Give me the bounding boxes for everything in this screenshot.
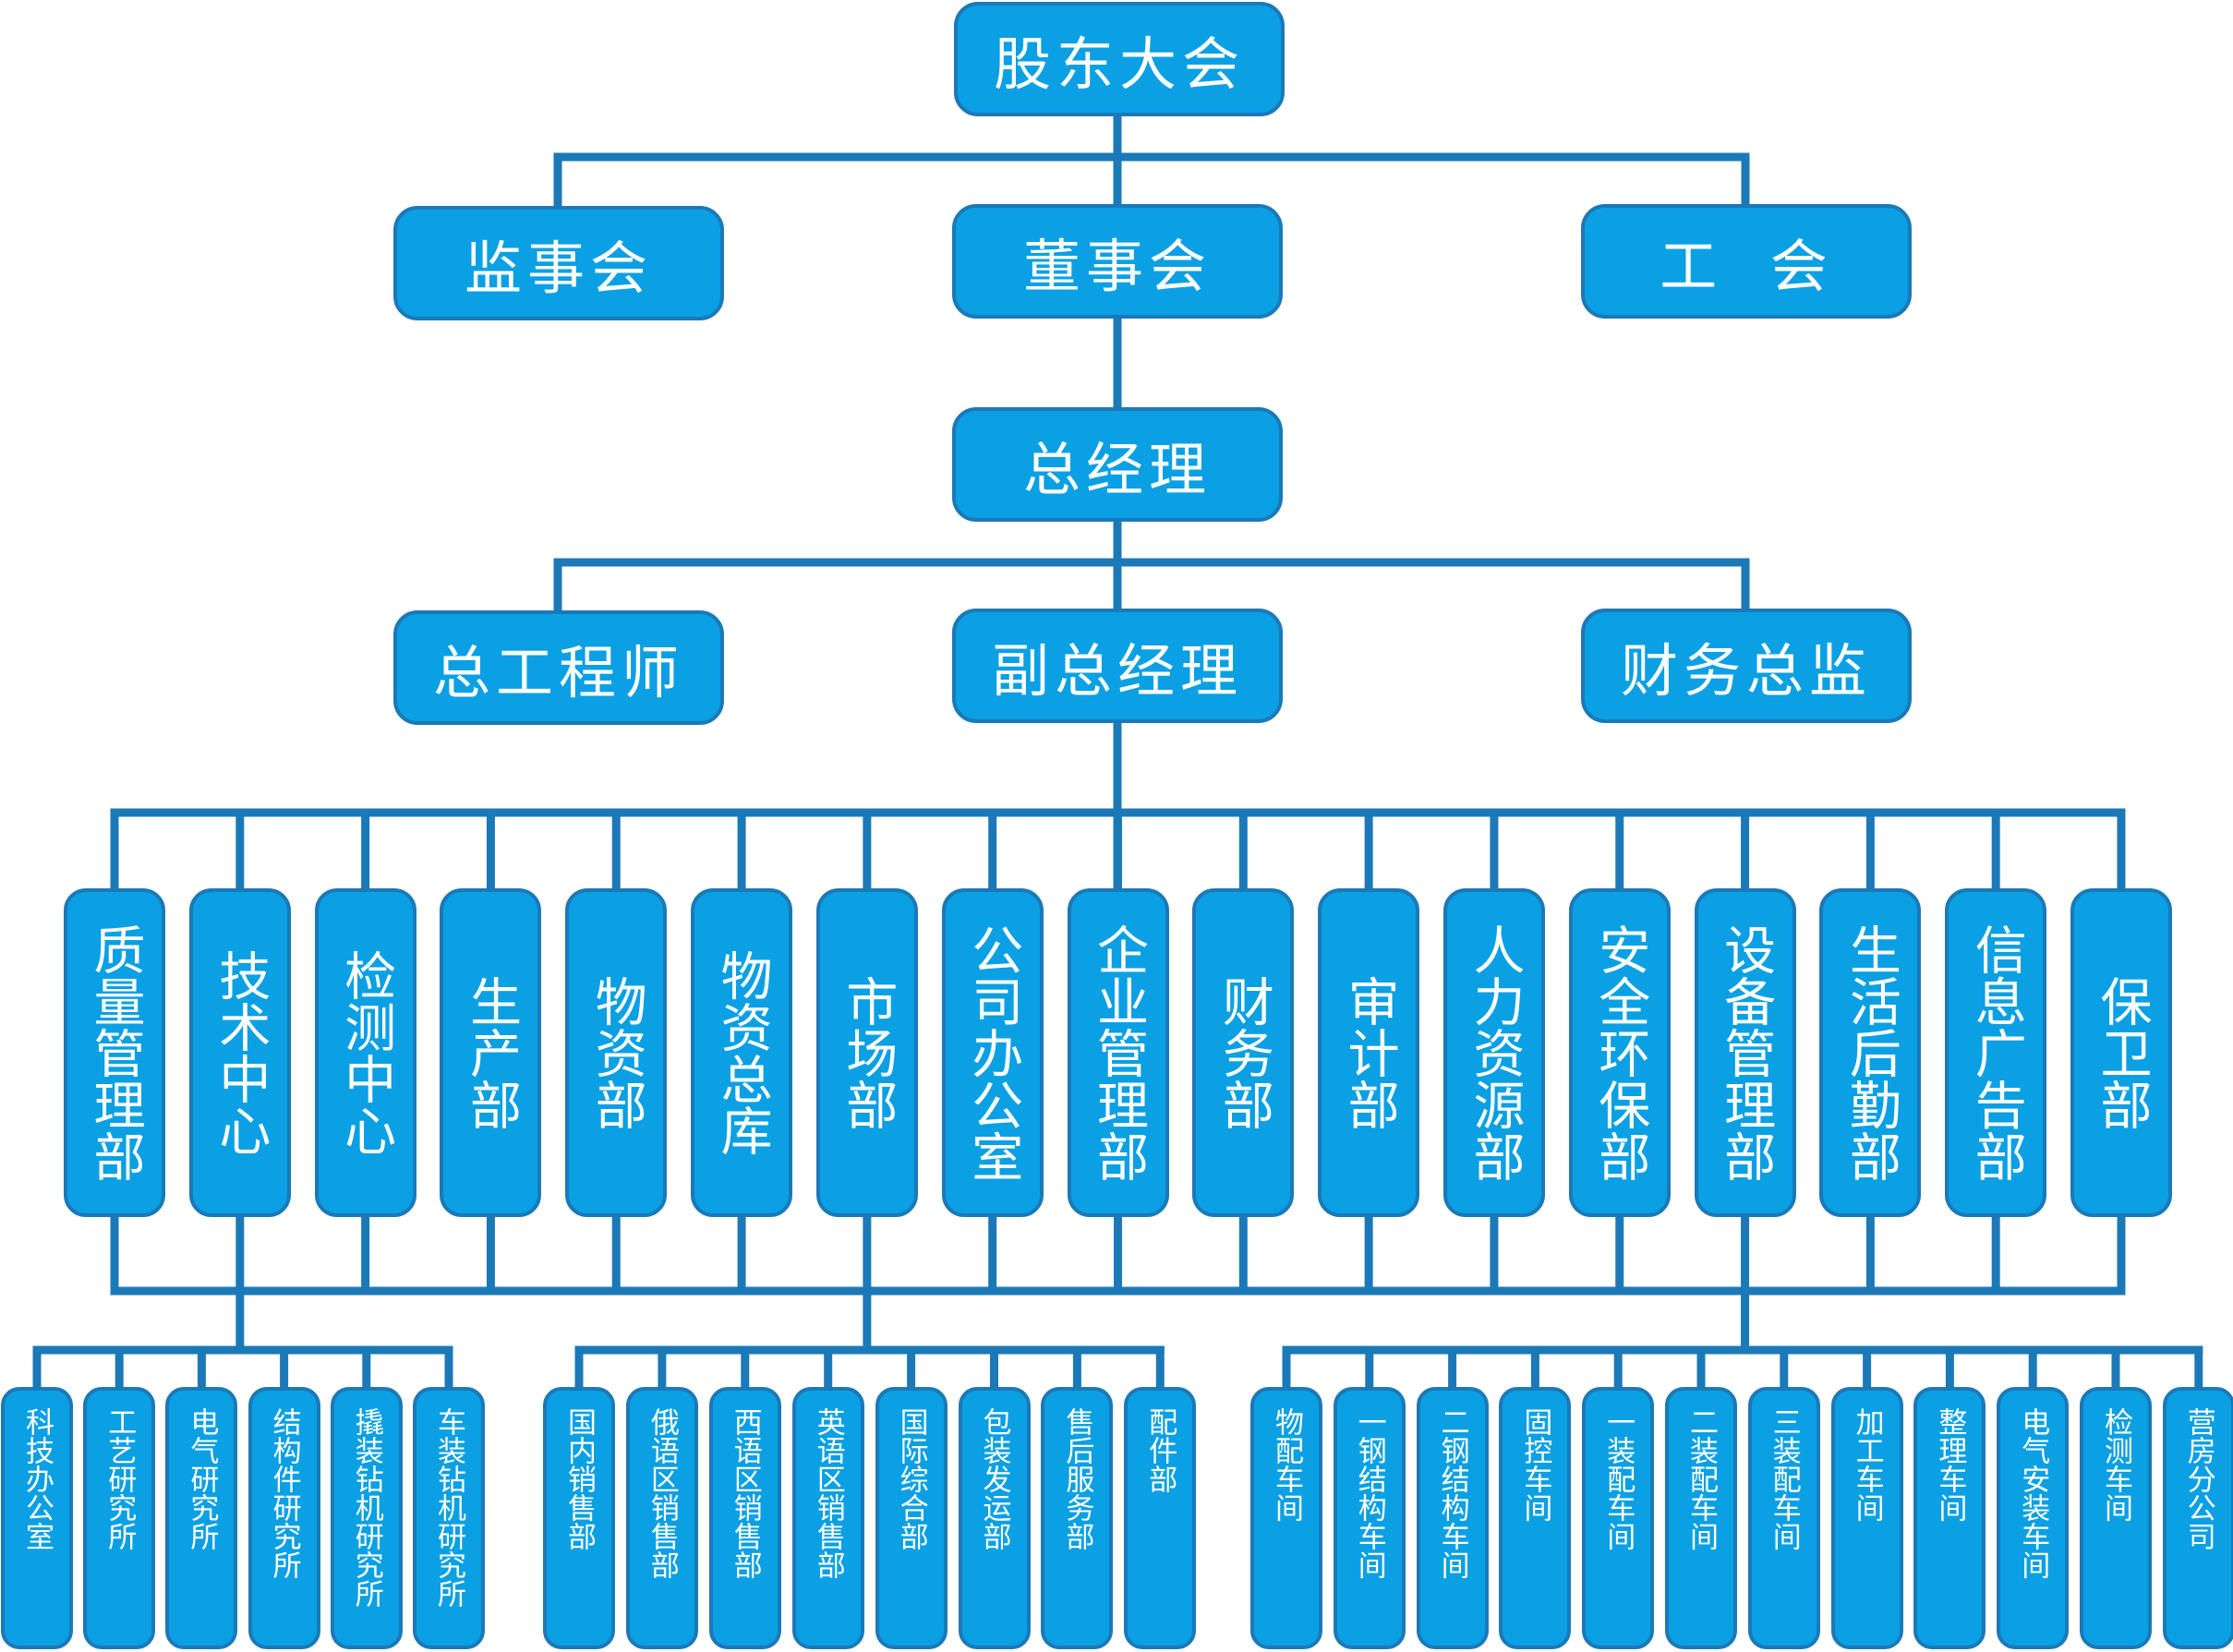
unit-box: 国际综合部 xyxy=(875,1387,948,1649)
department-box: 物资总库 xyxy=(691,888,793,1217)
unit-box: 加工车间 xyxy=(1830,1387,1903,1649)
unit-box: 整理车间 xyxy=(1913,1387,1986,1649)
unit-box: 工艺研究所 xyxy=(83,1387,156,1649)
unit-box: 配件部 xyxy=(1124,1387,1197,1649)
unit-box: 结构件研究所 xyxy=(247,1387,320,1649)
department-box: 技术中心 xyxy=(188,888,291,1217)
unit-box: 电气研究所 xyxy=(165,1387,238,1649)
unit-box: 固控车间 xyxy=(1499,1387,1572,1649)
unit-box: 检测车间 xyxy=(2080,1387,2152,1649)
department-box: 信息广告部 xyxy=(1945,888,2047,1217)
unit-box: 电气安装车间 xyxy=(1997,1387,2070,1649)
department-box: 安全环保部 xyxy=(1568,888,1671,1217)
department-box: 生产部 xyxy=(440,888,542,1217)
unit-box: 撬装钻机研究所 xyxy=(330,1387,403,1649)
department-box: 企业管理部 xyxy=(1067,888,1169,1217)
unit-box: 售后服务部 xyxy=(1041,1387,1114,1649)
department-box: 公司办公室 xyxy=(941,888,1044,1217)
unit-box: 西语区销售部 xyxy=(708,1387,781,1649)
department-box: 市场部 xyxy=(815,888,918,1217)
department-box: 生活后勤部 xyxy=(1819,888,1922,1217)
unit-box: 科技办公室 xyxy=(1,1387,73,1649)
unit-box: 一装配车间 xyxy=(1582,1387,1655,1649)
department-box: 审计部 xyxy=(1318,888,1420,1217)
unit-box: 二钢结构车间 xyxy=(1416,1387,1489,1649)
department-box: 物资部 xyxy=(565,888,668,1217)
chief-financial-officer-box: 财务总监 xyxy=(1581,609,1912,723)
unit-box: 英语区销售部 xyxy=(791,1387,864,1649)
unit-box: 俄语区销售部 xyxy=(625,1387,698,1649)
unit-box: 包装发运部 xyxy=(958,1387,1031,1649)
department-box: 财务部 xyxy=(1192,888,1295,1217)
department-box: 人力资源部 xyxy=(1442,888,1545,1217)
unit-box: 三装配车间 xyxy=(1747,1387,1820,1649)
unit-box: 国内销售部 xyxy=(543,1387,615,1649)
unit-box: 物配车间 xyxy=(1250,1387,1322,1649)
department-box: 设备管理部 xyxy=(1694,888,1796,1217)
deputy-general-manager-box: 副总经理 xyxy=(952,609,1283,723)
department-box: 检测中心 xyxy=(314,888,416,1217)
unit-box: 二装配车间 xyxy=(1665,1387,1737,1649)
board-of-directors-box: 董事会 xyxy=(952,204,1283,319)
unit-box: 一钢结构车间 xyxy=(1333,1387,1406,1649)
unit-box: 车装钻机研究所 xyxy=(413,1387,485,1649)
supervisory-board-box: 监事会 xyxy=(393,206,724,320)
unit-box: 营房分公司 xyxy=(2162,1387,2233,1649)
shareholders-meeting-box: 股东大会 xyxy=(954,2,1285,116)
department-box: 保卫部 xyxy=(2070,888,2172,1217)
department-box: 质量管理部 xyxy=(64,888,165,1217)
labor-union-box: 工 会 xyxy=(1581,204,1912,319)
chief-engineer-box: 总工程师 xyxy=(393,610,724,725)
general-manager-box: 总经理 xyxy=(952,407,1283,522)
